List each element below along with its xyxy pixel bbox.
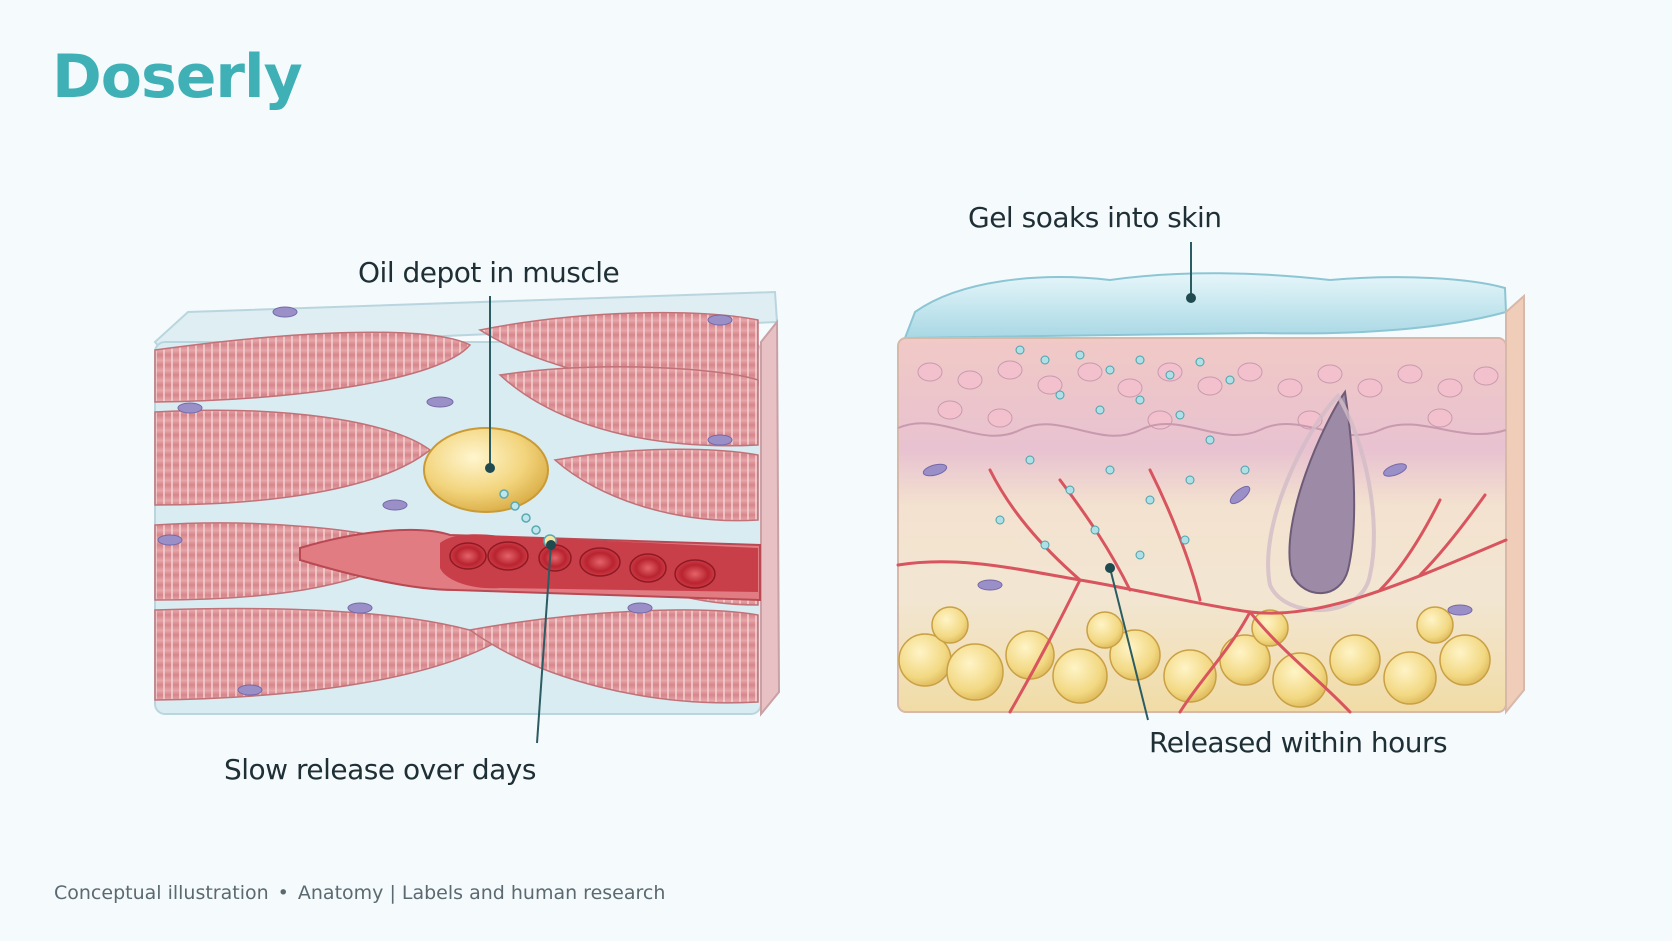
- muscle-fibers: [154, 311, 759, 704]
- callout-slow-release: Slow release over days: [224, 753, 536, 786]
- red-blood-cells: [449, 541, 716, 589]
- muscle-block-side: [760, 319, 781, 717]
- skin-block-side: [1505, 293, 1525, 715]
- footer-part1: Conceptual illustration: [54, 882, 269, 904]
- brand-logo: Doserly: [52, 42, 303, 112]
- callout-dot-oil: [485, 463, 495, 473]
- callout-dot-release: [546, 540, 556, 550]
- muscle-block: [153, 290, 781, 717]
- callout-dot-released: [1105, 563, 1115, 573]
- dermal-junction: [897, 422, 1507, 437]
- callout-gel-soaks: Gel soaks into skin: [968, 201, 1222, 234]
- footer-separator: •: [277, 882, 289, 904]
- fibroblast-nuclei: [922, 463, 1473, 616]
- dermal-vessels: [896, 468, 1508, 714]
- epidermis-cells: [917, 360, 1499, 430]
- footer-part2: Anatomy | Labels and human research: [297, 882, 666, 904]
- hair-follicle: [1288, 389, 1356, 595]
- follicle-sheath: [1266, 392, 1376, 613]
- callout-dot-gel: [1186, 293, 1196, 303]
- callout-oil-depot: Oil depot in muscle: [358, 256, 620, 289]
- callout-released-hours: Released within hours: [1149, 726, 1448, 759]
- gel-layer: [903, 272, 1508, 340]
- callout-lines-left: [489, 296, 552, 744]
- fat-cells: [898, 606, 1491, 708]
- gel-particles: [995, 345, 1250, 560]
- cell-nuclei: [157, 306, 733, 696]
- skin-block: [896, 272, 1525, 715]
- footer-caption: Conceptual illustration • Anatomy | Labels…: [54, 882, 665, 904]
- callout-lines-right: [1109, 242, 1192, 721]
